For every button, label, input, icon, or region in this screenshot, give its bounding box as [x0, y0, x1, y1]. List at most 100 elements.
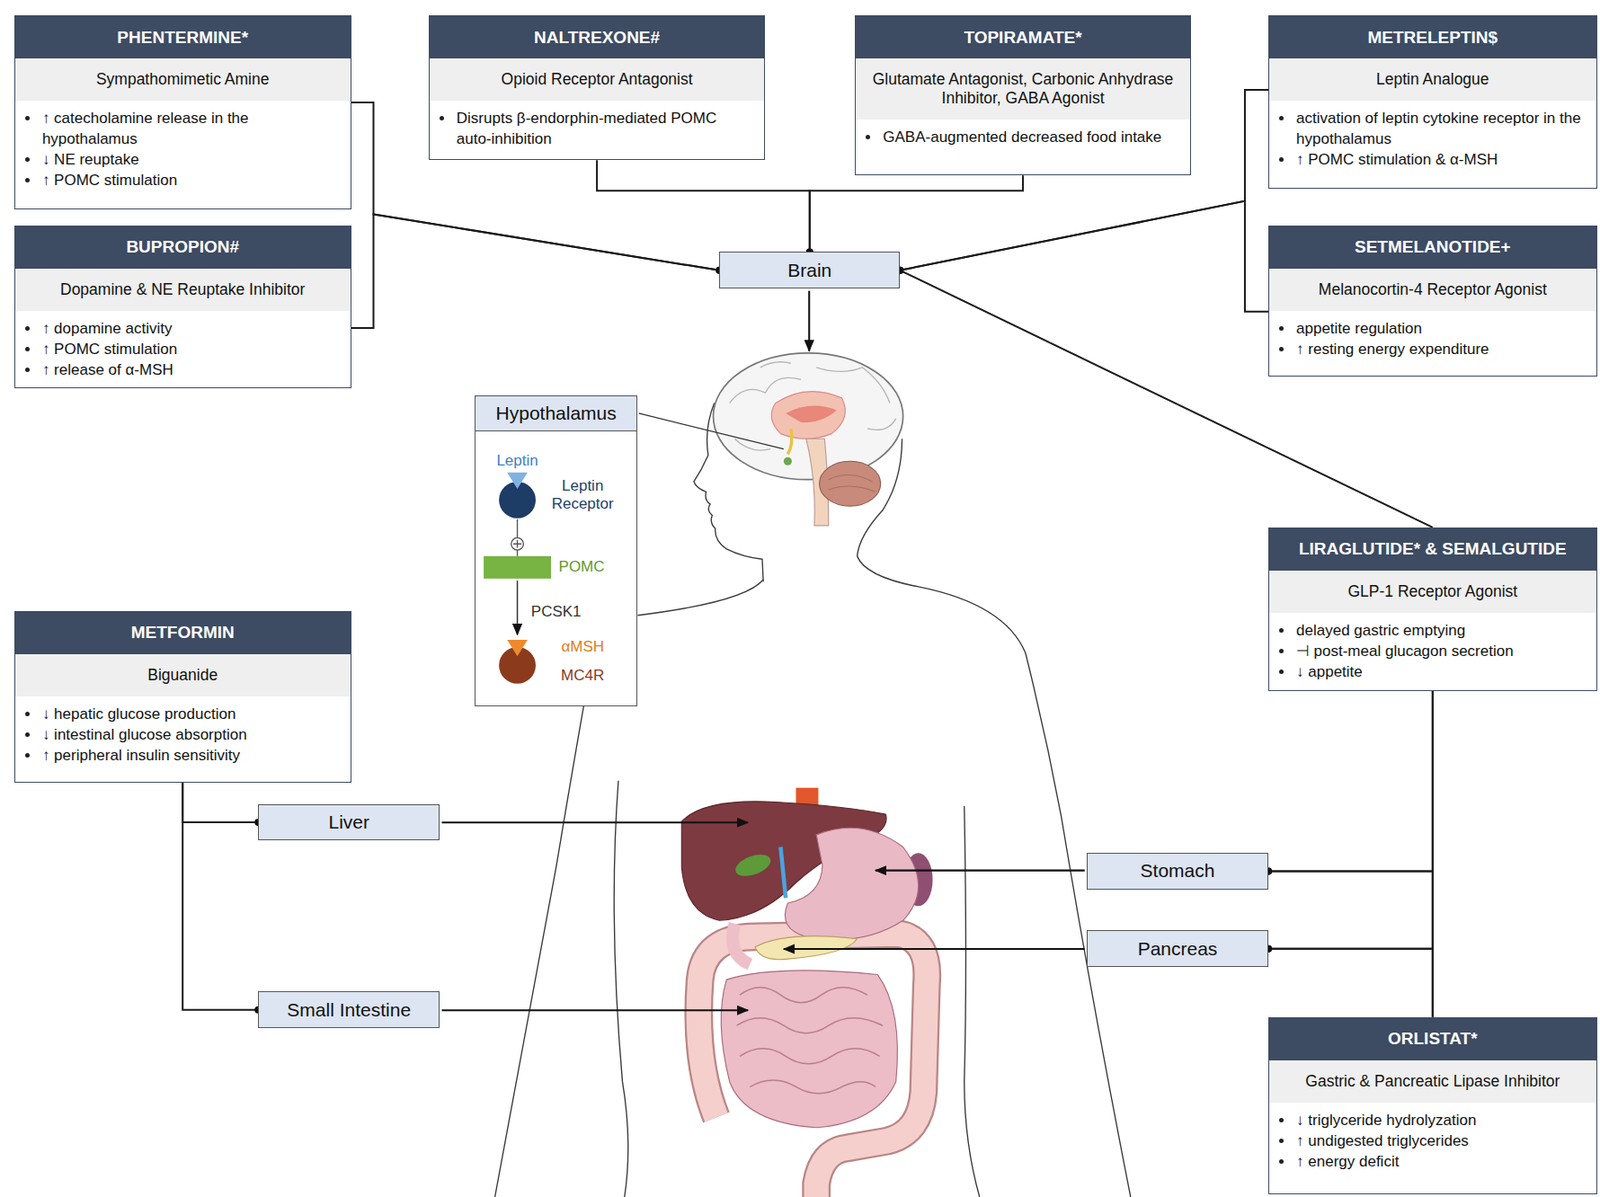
- body-outline: [613, 781, 629, 1197]
- brain-drawing: [819, 461, 881, 507]
- pointer-arrow: [442, 822, 1085, 1011]
- organ-box: Stomach: [1086, 853, 1269, 890]
- pointer-arrow: [875, 870, 1085, 872]
- bullet-dot: [865, 134, 871, 140]
- bullet-dot: [439, 115, 445, 121]
- bullet-dot: [25, 157, 30, 162]
- brain-drawing: [771, 391, 845, 440]
- pathway-symbol: [511, 537, 525, 551]
- effect-row: ↑ POMC stimulation: [15, 169, 342, 191]
- effect-row: ↑ POMC stimulation & α-MSH: [1269, 149, 1588, 170]
- effect-row: ↓ triglyceride hydrolyzation: [1269, 1110, 1588, 1131]
- bullet-dot: [25, 326, 30, 331]
- bullet-dot: [25, 732, 30, 738]
- drug-class: Sympathomimetic Amine: [96, 70, 270, 89]
- effect-row: delayed gastric emptying: [1269, 620, 1588, 641]
- drug-name: METFORMIN: [131, 622, 235, 643]
- body-outline: [495, 706, 585, 1197]
- drug-name: ORLISTAT*: [1387, 1029, 1478, 1049]
- bullet-dot: [25, 177, 30, 183]
- organ-drawing: [755, 936, 858, 960]
- organ-drawing: [784, 827, 918, 940]
- connector-line: [1268, 691, 1433, 950]
- effect-text: ↓ hepatic glucose production: [42, 705, 236, 723]
- effect-text: ↓ triglyceride hydrolyzation: [1296, 1111, 1476, 1129]
- class-band: Melanocortin-4 Receptor Agonist: [1269, 268, 1597, 312]
- effect-row: Disrupts β-endorphin-mediated POMC auto-…: [429, 107, 756, 150]
- header-band: BUPROPION#: [15, 226, 351, 269]
- bullet-dot: [25, 346, 30, 352]
- effect-text: ↑ POMC stimulation & α-MSH: [1296, 151, 1498, 169]
- connector-line: [182, 782, 258, 823]
- drug-box: METFORMIN Biguanide ↓ hepatic glucose prod…: [14, 611, 352, 783]
- effect-row: ↓ hepatic glucose production: [15, 703, 342, 725]
- pathway-label: Leptin: [486, 452, 548, 471]
- bullet-dot: [1279, 669, 1284, 675]
- drug-name: BUPROPION#: [125, 237, 240, 258]
- drug-class: Glutamate Antagonist, Carbonic Anhydrase…: [872, 70, 1174, 107]
- header-band: NALTREXONE#: [429, 16, 765, 59]
- effect-row: ↓ NE reuptake: [15, 149, 342, 170]
- pathway-label: MC4R: [551, 666, 614, 685]
- pointer-arrow: [442, 1009, 749, 1012]
- brain-drawing: [828, 475, 876, 493]
- header-band: ORLISTAT*: [1269, 1018, 1597, 1061]
- organ-drawing: [732, 850, 774, 880]
- bullet-dot: [1279, 115, 1284, 121]
- drug-box: NALTREXONE# Opioid Receptor AntagonistDis…: [428, 15, 766, 160]
- pathway-label: αMSH: [551, 638, 614, 657]
- bullet-dot: [1279, 326, 1284, 331]
- drug-name: PHENTERMINE*: [116, 27, 249, 48]
- class-band: Sympathomimetic Amine: [15, 58, 351, 101]
- organ-drawing: [749, 1080, 876, 1094]
- organ-box: Small Intestine: [257, 991, 440, 1029]
- class-band: Biguanide: [15, 654, 351, 697]
- bullet-dot: [1279, 628, 1284, 633]
- effect-text: ↑ undigested triglycerides: [1296, 1132, 1469, 1150]
- header-band: LIRAGLUTIDE* & SEMALGUTIDE: [1269, 528, 1597, 571]
- bullet-dot: [1279, 1159, 1284, 1165]
- drug-name: TOPIRAMATE*: [963, 27, 1082, 48]
- pathway-symbol: [483, 556, 552, 579]
- leader-line: [639, 413, 784, 450]
- drug-class: Leptin Analogue: [1376, 70, 1490, 89]
- organ-drawing: [780, 847, 786, 899]
- effect-text: ↓ intestinal glucose absorption: [42, 726, 248, 744]
- pointer-arrow: [442, 821, 749, 824]
- brain-drawing: [867, 418, 897, 431]
- title-band: Hypothalamus: [475, 396, 638, 432]
- bullet-dot: [1279, 1118, 1284, 1123]
- drug-class: Opioid Receptor Antagonist: [501, 70, 694, 89]
- effect-text: ↑ POMC stimulation: [42, 340, 178, 358]
- effect-text: ↑ release of α-MSH: [42, 361, 174, 379]
- connector-line: [182, 782, 258, 1011]
- effect-list: delayed gastric emptying⊣ post-meal gluc…: [1269, 613, 1597, 691]
- pathway-symbol: [506, 472, 528, 489]
- bullet-dot: [25, 115, 30, 121]
- drug-name: NALTREXONE#: [533, 27, 660, 48]
- pointer-arrow: [808, 291, 810, 352]
- effect-text: ↓ NE reuptake: [42, 151, 140, 169]
- effect-text: activation of leptin cytokine receptor i…: [1296, 109, 1582, 148]
- header-band: METFORMIN: [15, 612, 351, 655]
- drug-name: SETMELANOTIDE+: [1354, 237, 1512, 258]
- pathway-symbol: [513, 540, 522, 549]
- organ-drawing: [720, 970, 898, 1129]
- pathway-symbol: [483, 472, 552, 685]
- effect-text: ↓ appetite: [1296, 663, 1363, 681]
- organ-label: Pancreas: [1137, 938, 1218, 960]
- class-band: Gastric & Pancreatic Lipase Inhibitor: [1269, 1060, 1597, 1103]
- drug-box: PHENTERMINE*Sympathomimetic Amine↑ catec…: [14, 15, 352, 210]
- effect-row: GABA-augmented decreased food intake: [855, 126, 1181, 148]
- connector-line: [351, 213, 720, 329]
- drug-class: Melanocortin-4 Receptor Agonist: [1318, 280, 1547, 299]
- brain-drawing: [783, 457, 792, 466]
- effect-row: ↑ dopamine activity: [15, 318, 342, 339]
- bullet-dot: [1279, 157, 1284, 162]
- organ-box: Brain: [719, 251, 900, 289]
- pathway-symbol: [506, 640, 528, 657]
- drug-class: Dopamine & NE Reuptake Inhibitor: [60, 280, 305, 299]
- brain-drawing: [785, 406, 837, 424]
- organ-label: Brain: [787, 259, 832, 282]
